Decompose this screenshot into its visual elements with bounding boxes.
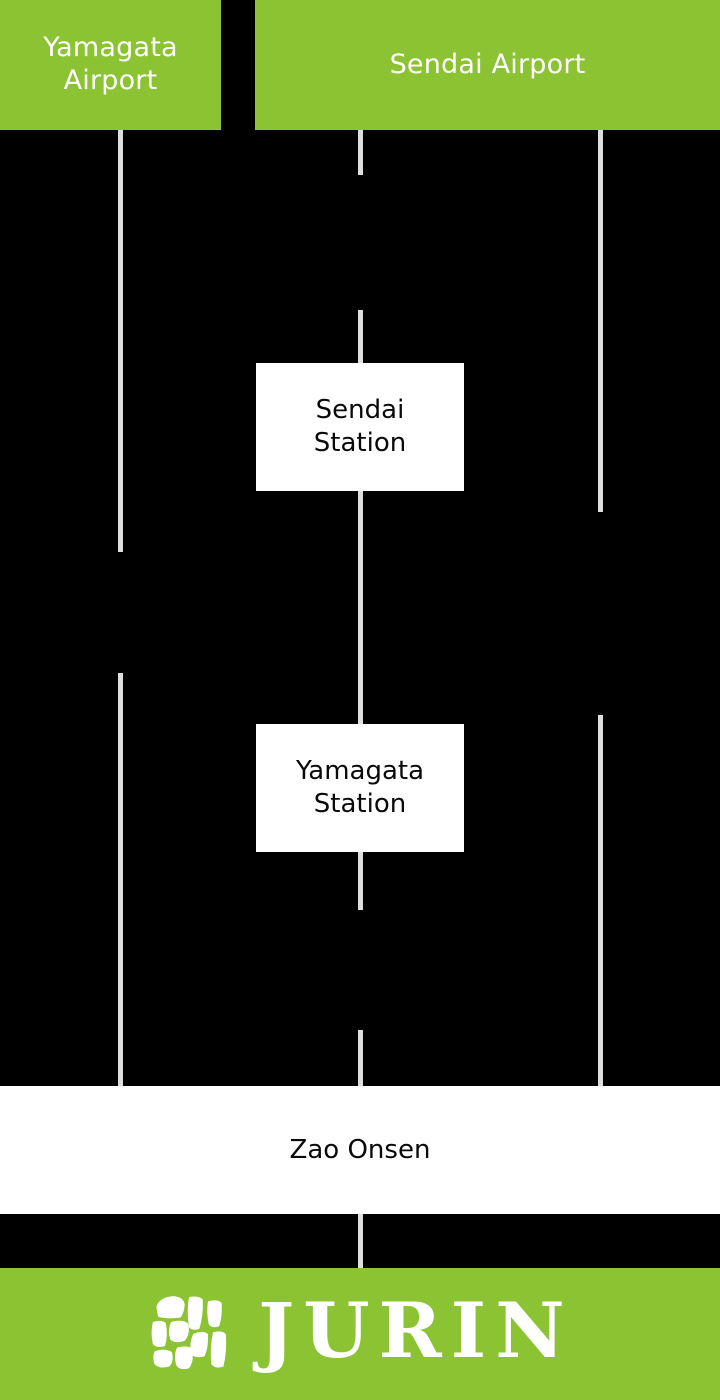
connector-center-segment-5 xyxy=(358,1030,363,1086)
connector-center-segment-2 xyxy=(358,310,363,363)
connector-center-segment-3 xyxy=(358,491,363,724)
destination-label-zao-onsen: Zao Onsen xyxy=(289,1135,431,1165)
connector-right-segment-2 xyxy=(598,715,603,1086)
connector-center-segment-6 xyxy=(358,1214,363,1268)
connector-left-segment-2 xyxy=(118,673,123,1086)
connector-right-segment-1 xyxy=(598,130,603,512)
connector-left-segment-1 xyxy=(118,130,123,552)
footer-brand-bar: JURIN xyxy=(0,1268,720,1400)
connector-center-segment-4 xyxy=(358,852,363,910)
brand-wordmark-jurin: JURIN xyxy=(258,1286,574,1375)
connector-center-segment-1 xyxy=(358,130,363,175)
header-label-sendai-airport: Sendai Airport xyxy=(389,48,586,80)
header-block-sendai-airport[interactable]: Sendai Airport xyxy=(255,0,720,130)
destination-band-zao-onsen[interactable]: Zao Onsen xyxy=(0,1086,720,1214)
stone-mosaic-logo-icon xyxy=(151,1296,227,1370)
